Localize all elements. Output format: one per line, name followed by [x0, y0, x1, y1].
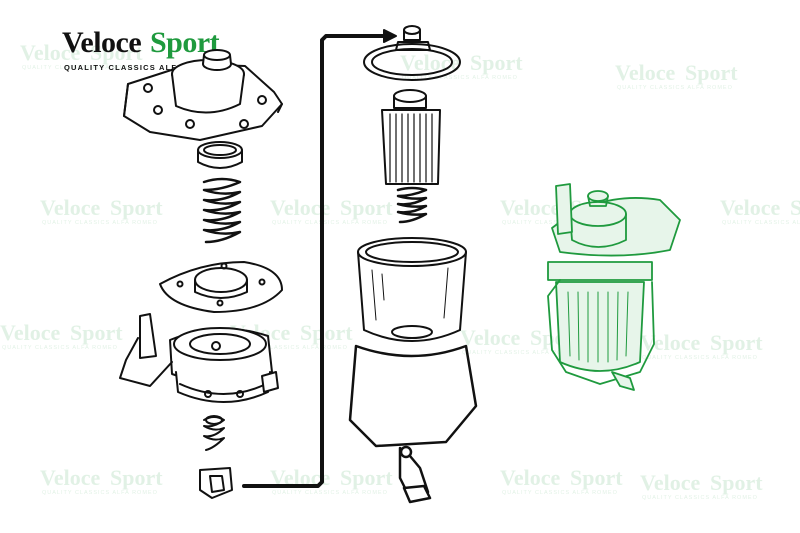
seal-ring-part [197, 141, 243, 169]
valve-spring-part [203, 415, 225, 451]
filter-element-part [381, 89, 441, 185]
top-bolt-part [395, 25, 431, 51]
spring-left-part [202, 177, 242, 244]
brand-tagline: QUALITY CLASSICS ALFA RO [64, 63, 201, 72]
arrow-head [383, 29, 397, 43]
assembled-filter-unit [547, 183, 681, 391]
glass-bowl-part [357, 237, 467, 342]
spring-middle-part [396, 186, 428, 224]
valve-plug-part [199, 467, 233, 499]
connector-arrow [242, 34, 394, 488]
top-gasket-part [363, 43, 461, 81]
top-cover-part [123, 49, 283, 141]
pump-body-part [119, 313, 279, 403]
bail-clamp-part [348, 344, 478, 504]
diaphragm-gasket-part [159, 261, 283, 313]
brand-name-veloce: Veloce [62, 26, 142, 59]
